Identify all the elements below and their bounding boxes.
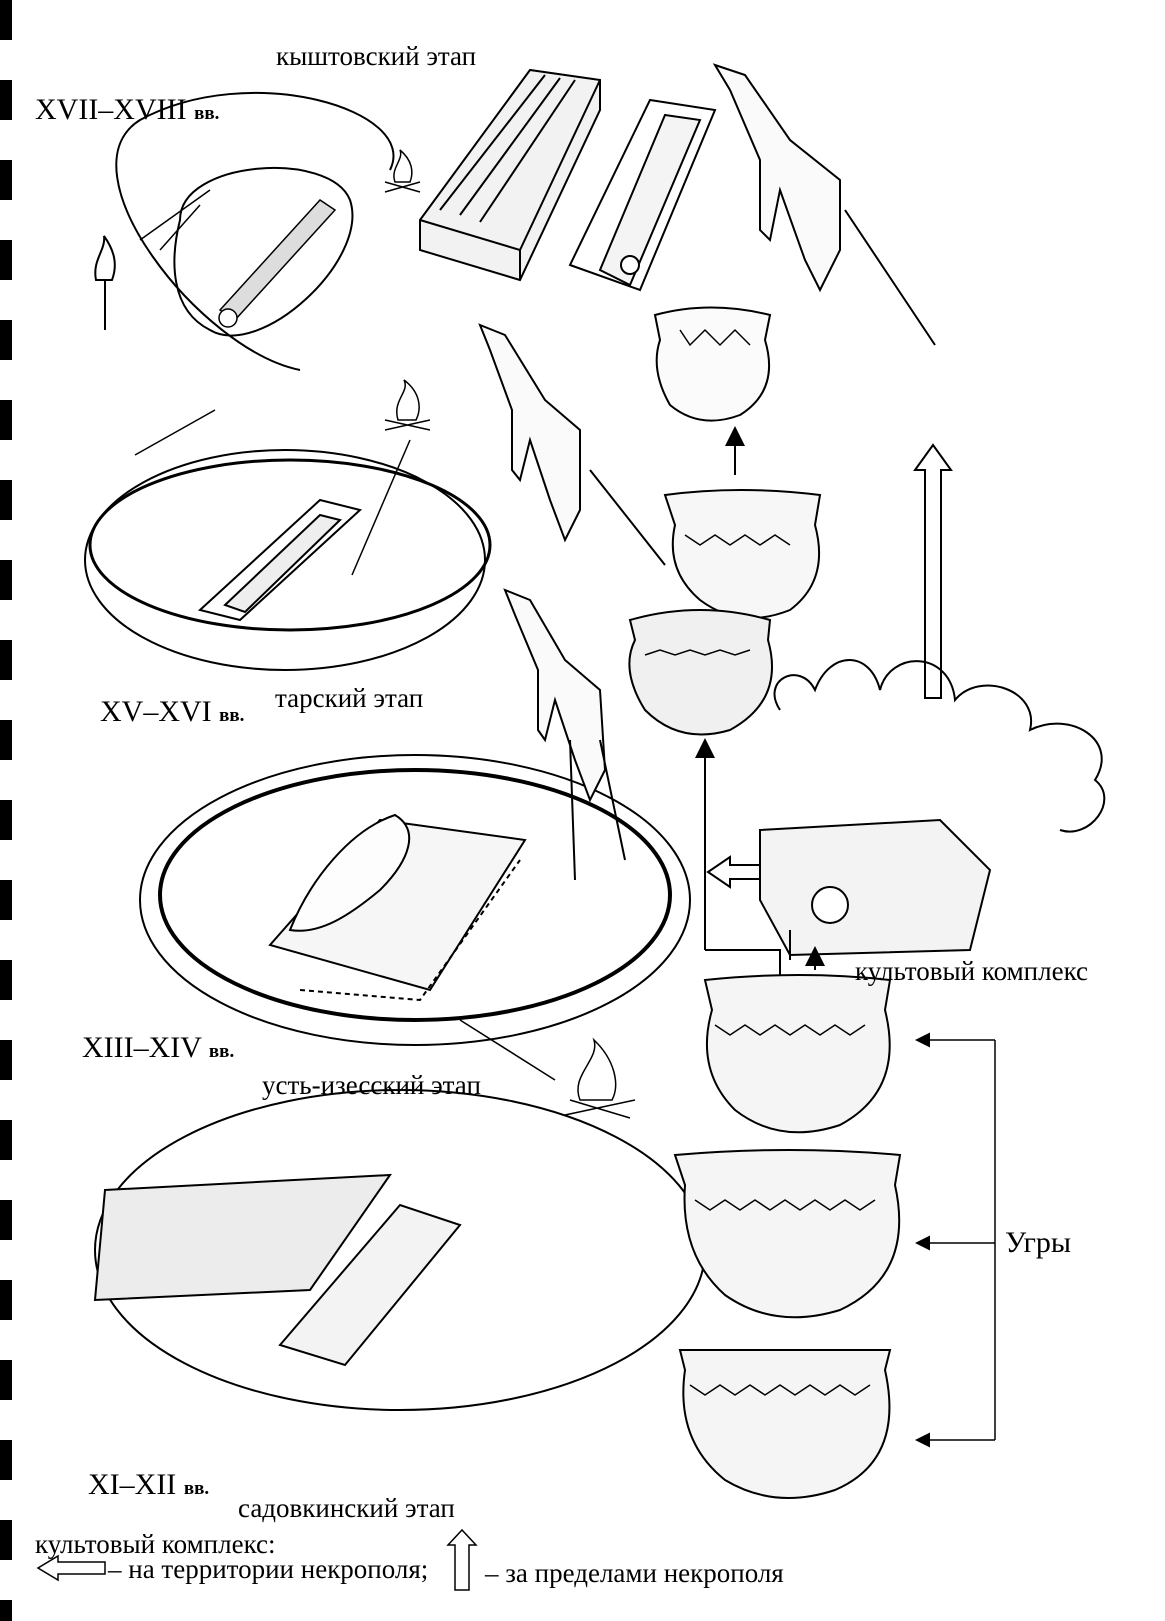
stage-label-tarsky: тарский этап <box>275 685 423 712</box>
period-suffix: вв. <box>219 705 244 726</box>
pot-lower-1 <box>705 975 890 1132</box>
period-suffix: вв. <box>209 1041 234 1062</box>
pot-top <box>655 308 770 421</box>
period-label-xi-xii: XI–XII вв. <box>88 1470 209 1500</box>
burial-mound-xi <box>95 1090 705 1410</box>
period-suffix: вв. <box>184 1478 209 1499</box>
pot-middle-lower <box>629 610 772 735</box>
period-roman: XI–XII <box>88 1468 176 1501</box>
legend-inside-text: – на территории некрополя; <box>108 1556 428 1583</box>
period-label-xiii-xiv: XIII–XIV вв. <box>82 1033 234 1063</box>
period-roman: XIII–XIV <box>82 1031 201 1064</box>
cult-complex-label: культовый комплекс <box>855 958 1088 985</box>
cult-complex-drawing <box>760 660 1104 960</box>
period-roman: XV–XVI <box>100 695 212 728</box>
legend-up-arrow-icon <box>448 1530 476 1590</box>
ugry-bracket <box>918 1040 995 1440</box>
horse-lower <box>505 590 625 880</box>
left-hollow-arrow <box>708 857 760 887</box>
legend-outside-text: – за пределами некрополя <box>485 1560 784 1587</box>
ugry-label: Угры <box>1005 1228 1071 1258</box>
burial-mound-xiii <box>140 755 690 1045</box>
up-hollow-arrow <box>915 445 951 698</box>
stage-label-ust-izessky: усть-изесский этап <box>262 1072 481 1099</box>
pot-middle-upper <box>665 490 820 618</box>
legend-left-arrow-icon <box>38 1556 105 1580</box>
period-roman: XVII–XVIII <box>35 93 187 126</box>
period-label-xvii-xviii: XVII–XVIII вв. <box>35 95 219 125</box>
burial-top-oval <box>116 93 393 370</box>
burial-mound-xv <box>85 450 490 670</box>
pot-lower-2 <box>675 1150 900 1317</box>
horse-top <box>715 65 935 345</box>
burial-figure-top <box>219 200 335 327</box>
stage-label-kyshtovsky: кыштовский этап <box>276 43 476 70</box>
pot-lower-3 <box>680 1350 890 1498</box>
campfire-top <box>385 150 420 192</box>
stage-label-sadovkinsky: садовкинский этап <box>238 1495 455 1522</box>
period-suffix: вв. <box>194 103 219 124</box>
campfire-xiii <box>565 1040 635 1118</box>
period-label-xv-xvi: XV–XVI вв. <box>100 697 244 727</box>
coffin <box>420 70 600 280</box>
arrow-xv <box>135 410 215 455</box>
horse-middle <box>480 325 665 565</box>
torch-top-left <box>95 236 115 330</box>
